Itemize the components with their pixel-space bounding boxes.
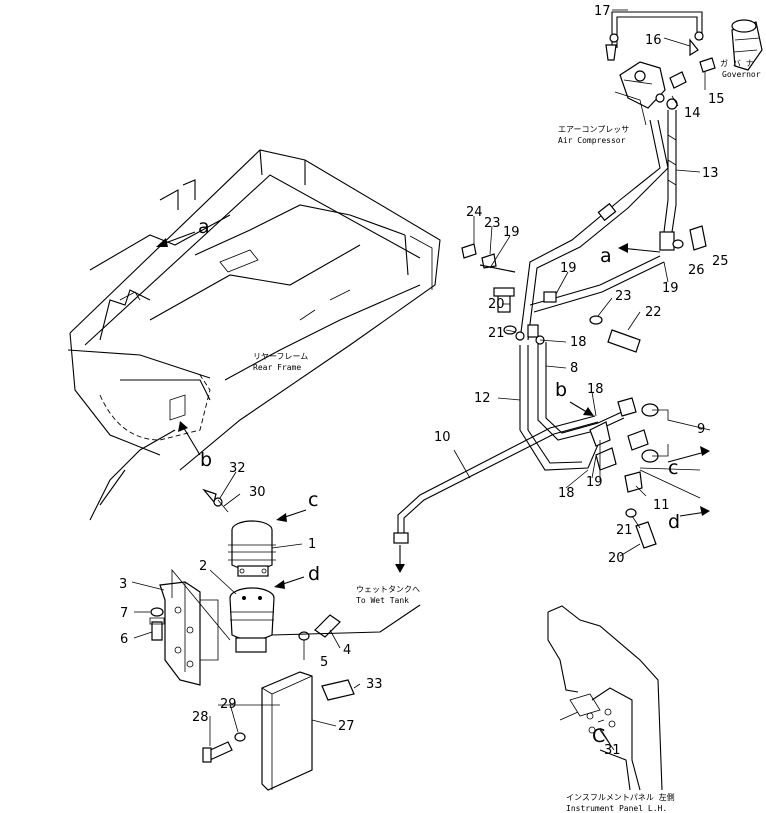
- callout-4: 4: [343, 643, 351, 658]
- callout-6: 6: [120, 632, 128, 647]
- callout-13: 13: [702, 166, 719, 181]
- air-valve-upper: [228, 520, 276, 577]
- callout-19c: 19: [662, 281, 679, 296]
- ref-arrow-a-pipe: [618, 243, 661, 253]
- caption-wet-tank-jp: ウェットタンクへ: [356, 585, 420, 594]
- ref-letter-d-left: d: [308, 563, 320, 585]
- caption-governor-jp: ガ バ ナ: [720, 58, 754, 68]
- caption-compressor-en: Air Compressor: [558, 136, 626, 145]
- ref-arrow-b-pipe: [569, 401, 594, 416]
- bracket-c: [639, 467, 701, 499]
- leader-lines: [131, 9, 706, 746]
- caption-wet-tank-en: To Wet Tank: [356, 596, 409, 605]
- callout-12: 12: [474, 391, 491, 406]
- callout-14: 14: [684, 106, 701, 121]
- pipe-13: [659, 110, 677, 251]
- callout-27: 27: [338, 719, 355, 734]
- tee-fittings: [589, 397, 659, 493]
- callout-16: 16: [645, 33, 662, 48]
- ref-arrow-b-frame: [178, 421, 201, 456]
- ref-letter-c-right: c: [668, 457, 678, 479]
- caption-panel-en: Instrument Panel L.H.: [566, 804, 667, 813]
- callout-19b: 19: [560, 261, 577, 276]
- callout-28: 28: [192, 710, 209, 725]
- callout-5: 5: [320, 655, 328, 670]
- pipe-10: [393, 415, 599, 544]
- pipe-to-wet-tank-line: [271, 604, 421, 636]
- callout-1: 1: [308, 537, 316, 552]
- pipe-12: [519, 345, 601, 471]
- callout-18c: 18: [558, 486, 575, 501]
- callout-26: 26: [688, 263, 705, 278]
- reference-letters: a a b b c c C d d: [198, 216, 680, 747]
- captions: ガ バ ナ Governor エアーコンプレッサ Air Compressor …: [253, 58, 761, 813]
- governor-part: [731, 19, 763, 71]
- ref-arrow-d-left: [274, 576, 305, 589]
- rear-frame-drawing: [67, 149, 441, 521]
- compressor-body: [605, 38, 716, 126]
- air-valve-lower: [229, 587, 275, 653]
- callout-31: 31: [604, 743, 621, 758]
- callout-21b: 21: [616, 523, 633, 538]
- ref-letter-b-frame: b: [200, 449, 212, 471]
- callout-23b: 23: [615, 289, 632, 304]
- caption-rear-frame-en: Rear Frame: [253, 363, 301, 372]
- callout-21a: 21: [488, 326, 505, 341]
- ref-letter-b-pipe: b: [555, 379, 567, 401]
- caption-panel-jp: インスフルメントパネル 左側: [566, 792, 675, 802]
- ref-letter-c-panel: C: [592, 725, 605, 747]
- ref-arrow-to-wet-tank: [395, 545, 405, 573]
- callout-18a: 18: [570, 335, 587, 350]
- callout-29: 29: [220, 697, 237, 712]
- callout-30: 30: [249, 485, 266, 500]
- bolts-left: [149, 488, 341, 763]
- callout-3: 3: [119, 577, 127, 592]
- callout-20a: 20: [488, 297, 505, 312]
- callout-19a: 19: [503, 225, 520, 240]
- callout-10: 10: [434, 430, 451, 445]
- bolts-right: [461, 225, 707, 549]
- cover-plate: [218, 671, 313, 791]
- caption-compressor-jp: エアーコンプレッサ: [558, 125, 629, 134]
- callout-15: 15: [708, 92, 725, 107]
- callout-19d: 19: [586, 475, 603, 490]
- mounting-bracket: [159, 568, 231, 686]
- caption-governor-en: Governor: [722, 70, 761, 79]
- ref-arrow-c-left: [276, 509, 307, 522]
- callout-23a: 23: [484, 216, 501, 231]
- callout-11: 11: [653, 498, 670, 513]
- callout-2: 2: [199, 559, 207, 574]
- pipe-8: [537, 342, 625, 441]
- callout-17: 17: [594, 4, 611, 19]
- instrument-panel-drawing: [547, 605, 663, 791]
- ref-arrow-a-frame: [156, 231, 196, 247]
- callout-22: 22: [645, 305, 662, 320]
- bracket-9: [652, 409, 711, 457]
- ref-arrow-d-right: [679, 506, 710, 517]
- callout-8: 8: [570, 361, 578, 376]
- callout-32: 32: [229, 461, 246, 476]
- ref-letter-c-left: c: [308, 489, 318, 511]
- ref-letter-a-pipe: a: [600, 245, 612, 267]
- pipe-17: [609, 11, 704, 48]
- ref-letter-a-frame: a: [198, 216, 210, 238]
- callout-7: 7: [120, 606, 128, 621]
- label-plate: [321, 679, 355, 701]
- callout-25: 25: [712, 254, 729, 269]
- callout-numbers: 17 16 15 14 13 24 23 19 25 26 19 19 23 2…: [119, 4, 729, 758]
- callout-18b: 18: [587, 382, 604, 397]
- ref-arrow-c-right: [667, 446, 710, 463]
- pipe-air-line: [519, 119, 669, 341]
- ref-letter-d-right: d: [668, 511, 680, 533]
- callout-33: 33: [366, 677, 383, 692]
- caption-rear-frame-jp: リヤーフレーム: [253, 352, 308, 361]
- callout-20b: 20: [608, 551, 625, 566]
- callout-24: 24: [466, 205, 483, 220]
- callout-9: 9: [697, 422, 705, 437]
